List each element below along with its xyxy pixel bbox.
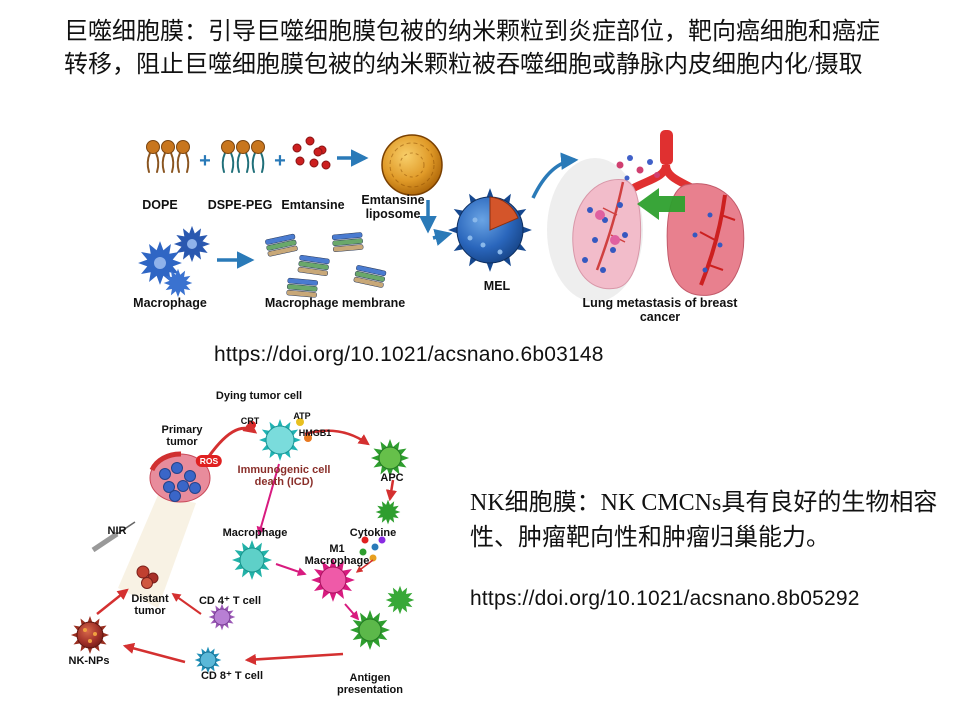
label-cd8-t-cell: CD 8⁺ T cell	[200, 670, 264, 682]
cycle-arrows	[96, 420, 397, 666]
label-dying-tumor-cell: Dying tumor cell	[215, 390, 303, 402]
primary-tumor-shape	[149, 451, 211, 503]
cd8-t-cell-shape	[194, 646, 222, 674]
doi-citation-1: https://doi.org/10.1021/acsnano.6b03148	[214, 343, 604, 366]
label-macrophage-2: Macrophage	[222, 527, 288, 539]
emtansine-liposome-sphere	[381, 134, 443, 196]
label-icd: Immunogenic cell death (ICD)	[237, 464, 331, 489]
figure-macrophage-liposome: + +	[138, 130, 745, 302]
plus-sign: +	[274, 150, 286, 172]
dope-molecules	[146, 140, 190, 173]
macrophage-membrane-paragraph: 巨噬细胞膜：引导巨噬细胞膜包被的纳米颗粒到炎症部位，靶向癌细胞和癌症转移，阻止巨…	[64, 19, 880, 78]
label-nir: NIR	[107, 525, 127, 537]
cd4-t-cell-shape	[208, 603, 236, 631]
label-macrophage-membrane: Macrophage membrane	[264, 296, 406, 310]
nir-beam	[118, 495, 196, 608]
label-cytokine: Cytokine	[349, 527, 397, 539]
label-apc: APC	[380, 472, 404, 484]
label-antigen-presentation: Antigen presentation	[336, 672, 403, 697]
label-mel: MEL	[483, 279, 511, 293]
label-primary-tumor: Primary tumor	[161, 424, 203, 449]
antigen-cell-shapes	[350, 585, 415, 650]
nir-laser-icon	[91, 521, 136, 553]
label-atp: ATP	[293, 411, 311, 421]
label-lung-metastasis: Lung metastasis of breast cancer	[582, 296, 738, 324]
label-crt: CRT	[240, 416, 260, 426]
label-emtansine: Emtansine	[281, 198, 345, 212]
label-emtansine-liposome: Emtansine liposome	[361, 193, 425, 221]
cytokine-dots	[359, 536, 386, 562]
label-nk-nps: NK-NPs	[68, 655, 110, 667]
curved-arrow-icon	[531, 152, 579, 199]
green-arrow-icon	[637, 188, 685, 220]
label-distant-tumor: Distant tumor	[131, 593, 169, 618]
label-hmgb1: HMGB1	[298, 428, 332, 438]
nk-np-sphere	[70, 615, 110, 655]
dspe-peg-molecules	[221, 140, 265, 173]
label-ros: ROS	[195, 455, 223, 467]
macrophage-cells	[138, 225, 211, 298]
m1-macrophage-cell-shape	[311, 558, 355, 602]
membrane-fragments	[265, 232, 387, 298]
figure-nk-nps-cycle	[70, 418, 415, 674]
dying-tumor-cell-shape	[248, 418, 312, 461]
label-macrophage: Macrophage	[133, 296, 207, 310]
lung-illustration	[547, 130, 745, 302]
doi-citation-2: https://doi.org/10.1021/acsnano.8b05292	[470, 587, 860, 610]
macrophage-cell-shape	[232, 540, 272, 580]
arrow-right-icon	[432, 228, 453, 246]
nk-membrane-paragraph: NK细胞膜：NK CMCNs具有良好的生物相容性、肿瘤靶向性和肿瘤归巢能力。	[470, 490, 938, 551]
mel-nanoparticle-sphere	[448, 188, 532, 272]
label-m1-macrophage: M1 Macrophage	[304, 543, 370, 568]
label-dspe-peg: DSPE-PEG	[207, 198, 273, 212]
apc-cell-shape	[370, 438, 410, 478]
plus-sign: +	[199, 150, 211, 172]
distant-tumor-shape	[136, 565, 159, 589]
label-dope: DOPE	[142, 198, 178, 212]
green-cell-shape	[375, 499, 401, 525]
label-cd4-t-cell: CD 4⁺ T cell	[198, 595, 262, 607]
emtansine-drug-dots	[292, 136, 331, 170]
